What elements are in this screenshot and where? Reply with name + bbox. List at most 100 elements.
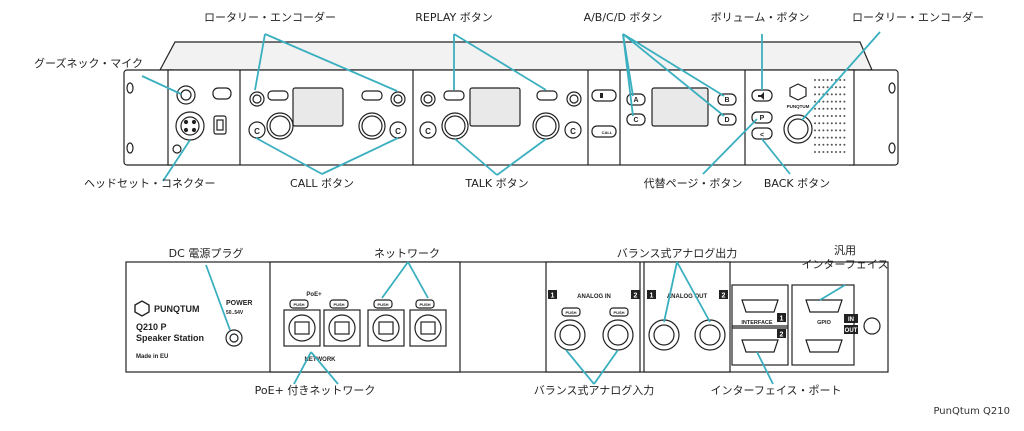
push-label-4: PUSH bbox=[419, 302, 430, 307]
poe-label: PoE+ bbox=[306, 292, 322, 298]
grille-hole bbox=[839, 151, 842, 153]
replay-button-2b[interactable] bbox=[536, 90, 558, 101]
grille-hole bbox=[814, 79, 816, 81]
power-rating-label: 50..54V bbox=[226, 310, 244, 316]
grille-hole bbox=[826, 79, 829, 81]
label-gpio-line2: インターフェイス bbox=[801, 258, 889, 271]
interface-plate bbox=[731, 284, 789, 366]
grille-hole bbox=[835, 136, 837, 139]
grille-hole bbox=[814, 129, 816, 132]
channel-badges bbox=[548, 290, 858, 338]
grille-hole bbox=[843, 107, 846, 110]
gpio-in-port[interactable] bbox=[805, 299, 843, 313]
c-key-label: C bbox=[633, 117, 638, 124]
label-back-button: BACK ボタン bbox=[763, 177, 831, 190]
label-dc-plug: DC 電源プラグ bbox=[168, 247, 244, 260]
interface-port-2[interactable] bbox=[741, 339, 779, 353]
punqtum-logo-icon bbox=[789, 83, 807, 101]
grille-hole bbox=[826, 100, 829, 103]
replay-button-2a[interactable] bbox=[443, 90, 465, 101]
grille-hole bbox=[843, 79, 846, 81]
grille-hole bbox=[818, 122, 821, 125]
replay-button-1b[interactable] bbox=[361, 90, 383, 101]
grille-hole bbox=[839, 107, 842, 110]
grille-hole bbox=[835, 151, 837, 153]
grille-hole bbox=[814, 115, 816, 117]
label-gpio-line1: 汎用 bbox=[834, 244, 856, 257]
label-call-button: CALL ボタン bbox=[290, 177, 354, 190]
grille-hole bbox=[839, 86, 842, 89]
call-button-4[interactable] bbox=[564, 121, 582, 139]
grille-hole bbox=[814, 143, 816, 146]
front-module-abcd bbox=[626, 87, 737, 127]
interface-port-1[interactable] bbox=[741, 299, 779, 313]
grille-hole bbox=[843, 129, 846, 132]
grille-hole bbox=[839, 115, 842, 117]
power-label: POWER bbox=[226, 300, 252, 307]
grille-hole bbox=[839, 122, 842, 125]
grille-hole bbox=[839, 129, 842, 132]
figure-caption: PunQtum Q210 bbox=[933, 406, 1010, 417]
replay-button-1a[interactable] bbox=[267, 90, 289, 101]
gpio-out-port[interactable] bbox=[805, 339, 843, 353]
grille-hole bbox=[843, 122, 846, 125]
grille-hole bbox=[843, 151, 846, 153]
call-key-label-4: C bbox=[570, 127, 576, 136]
gpio-label: GPIO bbox=[817, 320, 831, 326]
call-button-3[interactable] bbox=[419, 121, 437, 139]
rear-device bbox=[125, 261, 889, 373]
grille-hole bbox=[826, 122, 829, 125]
label-abcd-buttons: A/B/C/D ボタン bbox=[583, 11, 663, 24]
narrow-module-call-button[interactable] bbox=[591, 125, 617, 138]
label-balanced-out: バランス式アナログ出力 bbox=[616, 247, 738, 260]
analog-in-ch1: 1 bbox=[551, 293, 555, 300]
grille-hole bbox=[822, 107, 825, 110]
grille-hole bbox=[843, 86, 846, 89]
label-rotary-encoder-right: ロータリー・エンコーダー bbox=[852, 11, 984, 24]
grille-hole bbox=[826, 136, 829, 139]
grille-hole bbox=[830, 143, 833, 146]
push-label-1: PUSH bbox=[293, 302, 304, 307]
grille-hole bbox=[830, 122, 833, 125]
grille-hole bbox=[822, 122, 825, 125]
grille-hole bbox=[818, 79, 821, 81]
analog-in-ch2: 2 bbox=[634, 293, 638, 300]
front-callout-lines bbox=[141, 31, 881, 182]
push-label-2: PUSH bbox=[333, 302, 344, 307]
grille-hole bbox=[843, 100, 846, 103]
push-label-3: PUSH bbox=[377, 302, 388, 307]
grille-hole bbox=[835, 115, 837, 117]
grille-hole bbox=[826, 151, 829, 153]
grille-hole bbox=[814, 151, 816, 153]
narrow-module-mic-button[interactable] bbox=[591, 89, 617, 102]
display-2 bbox=[469, 87, 521, 127]
grille-hole bbox=[830, 115, 833, 117]
grille-hole bbox=[814, 136, 816, 139]
interface-label: INTERFACE bbox=[741, 320, 773, 326]
grille-hole bbox=[826, 143, 829, 146]
grille-hole bbox=[843, 143, 846, 146]
grille-hole bbox=[843, 136, 846, 139]
grille-hole bbox=[830, 151, 833, 153]
grille-hole bbox=[826, 107, 829, 110]
front-module-1 bbox=[248, 87, 407, 140]
back-key-label: < bbox=[760, 132, 764, 139]
front-module-2 bbox=[419, 87, 582, 140]
grille-hole bbox=[818, 115, 821, 117]
d-button[interactable] bbox=[717, 113, 737, 126]
c-button[interactable] bbox=[626, 113, 646, 126]
d-key-label: D bbox=[724, 117, 729, 124]
label-rotary-encoder-left: ロータリー・エンコーダー bbox=[204, 11, 336, 24]
b-button[interactable] bbox=[717, 93, 737, 106]
call-key-label-1: C bbox=[254, 127, 260, 136]
label-network: ネットワーク bbox=[374, 247, 440, 260]
grille-hole bbox=[818, 143, 821, 146]
mic-toggle-button[interactable] bbox=[212, 87, 232, 100]
grille-hole bbox=[822, 86, 825, 89]
label-headset-connector: ヘッドセット・コネクター bbox=[84, 177, 216, 190]
grille-hole bbox=[814, 86, 816, 89]
label-replay-button: REPLAY ボタン bbox=[415, 11, 493, 24]
ground-terminal[interactable] bbox=[863, 317, 881, 335]
front-brand-text: PUNQTUM bbox=[787, 104, 810, 109]
